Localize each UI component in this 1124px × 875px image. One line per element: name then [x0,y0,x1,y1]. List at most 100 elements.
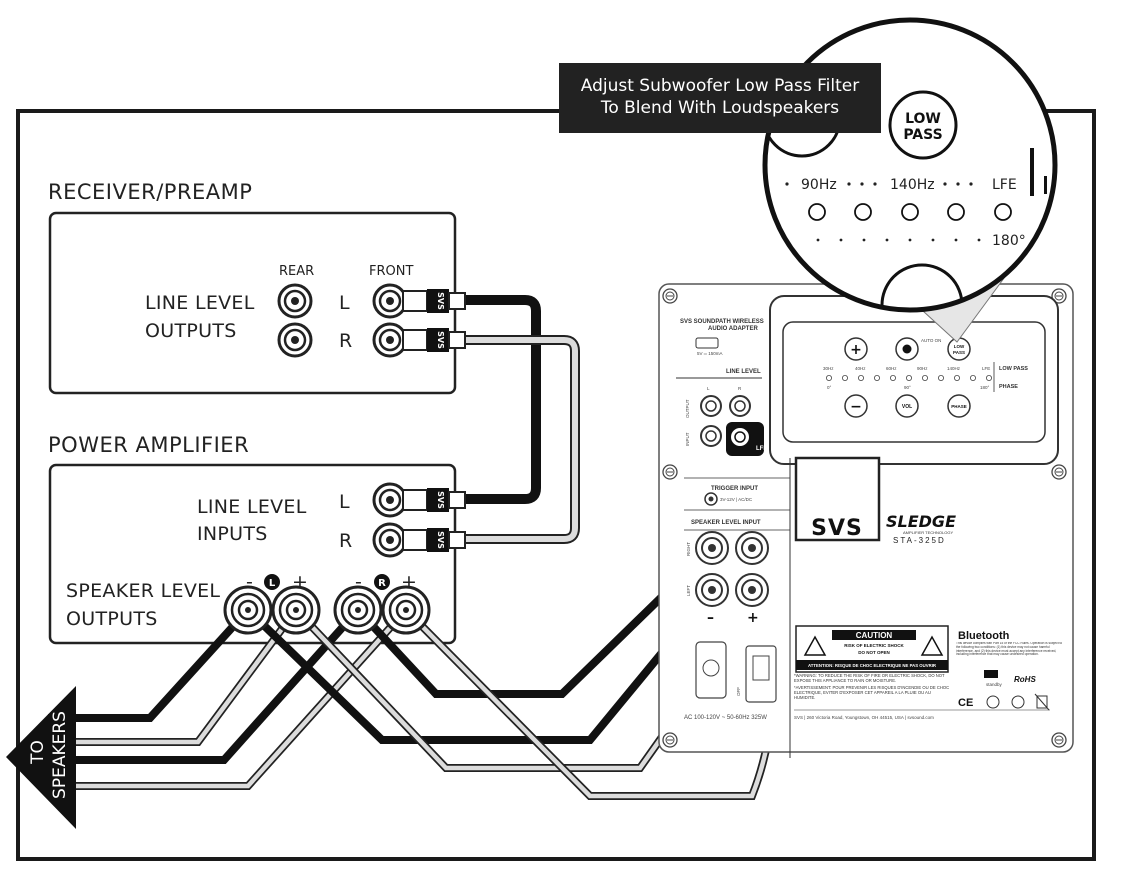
svg-text:PHASE: PHASE [951,404,967,409]
amplifier-inputs-line1: LINE LEVEL [197,496,307,518]
svg-text:60Hz: 60Hz [886,366,897,371]
wireless-adapter-line2: AUDIO ADAPTER [708,326,758,332]
sub-output-r-label: R [738,386,742,391]
svg-text:SVS: SVS [436,531,445,549]
sledge-sub: AMPLIFIER TECHNOLOGY [903,530,953,535]
trigger-spec: 3V-12V | AC/DC [720,497,753,502]
receiver-rear-right-jack [277,322,313,358]
warning-text: *WARNING: TO REDUCE THE RISK OF FIRE OR … [794,673,945,683]
zoom-scale-180: 180° [992,233,1026,249]
zoom-button-line2: PASS [903,127,942,143]
svg-text:−: − [850,399,862,415]
fcc-text: This device complies with Part 15 of the… [956,642,1063,657]
sub-plus-label: + [747,610,759,626]
svg-text:SVS: SVS [436,331,445,349]
subwoofer-panel: SVS SOUNDPATH WIRELESS AUDIO ADAPTER 5V … [658,283,1074,758]
svg-text:PASS: PASS [953,350,965,355]
svs-logo: SVS [811,516,863,541]
svg-text:30Hz: 30Hz [823,366,834,371]
svg-text:90Hz: 90Hz [917,366,928,371]
sub-speaker-posts [695,531,769,607]
speaker-level-input-label: SPEAKER LEVEL INPUT [691,520,761,526]
amp-right-minus-post [333,585,383,635]
power-spec: AC 100-120V ~ 50-60Hz 325W [684,715,767,721]
zoom-button-line1: LOW [905,111,941,127]
to-speakers-line2: SPEAKERS [50,711,70,799]
receiver-front-label: FRONT [369,264,413,279]
amp-left-minus-post [223,585,273,635]
svg-text:90°: 90° [904,385,911,390]
terminal-left-minus: - [246,571,253,593]
svg-text:SVS: SVS [436,292,445,310]
line-level-label: LINE LEVEL [726,369,761,375]
sub-input-label: INPUT [685,432,690,446]
amp-right-plus-post [381,585,431,635]
zoom-low-pass-button [888,90,958,160]
amp-left-plus-post [271,585,321,635]
address-text: SVS | 260 Victoria Road, Youngstown, OH … [794,715,934,720]
receiver-left-label: L [339,292,350,314]
amplifier-speaker-line1: SPEAKER LEVEL [66,580,220,602]
svg-text:RISK OF ELECTRIC SHOCK: RISK OF ELECTRIC SHOCK [844,643,904,648]
model-number: STA-325D [893,536,946,545]
usb-spec: 5V ═ 150mA [697,351,722,356]
callout-box [559,63,881,133]
svg-text:+: + [850,342,862,358]
svg-text:140Hz: 140Hz [947,366,961,371]
low-pass-side-label: LOW PASS [999,366,1028,372]
rca-plug-amp-left: SVS [402,488,466,512]
svg-text:DO NOT OPEN: DO NOT OPEN [858,650,890,655]
receiver-front-left-jack [372,283,408,319]
amplifier-right-input-jack [372,522,408,558]
zoom-scale-90: 90Hz [801,177,837,193]
svg-text:LOW: LOW [954,344,965,349]
terminal-left-badge [264,574,280,590]
auto-on-label: AUTO ON [921,338,941,343]
to-speakers-line1: TO [28,740,48,765]
callout-line2: To Blend With Loudspeakers [600,98,839,118]
ce-logo: CE [958,697,973,709]
sub-low-pass-button [947,337,971,361]
wireless-adapter-line1: SVS SOUNDPATH WIRELESS [680,319,764,325]
amplifier-title: POWER AMPLIFIER [48,433,249,457]
callout-line1: Adjust Subwoofer Low Pass Filter [581,76,859,96]
line-level-cable-right [450,335,580,544]
receiver-rear-label: REAR [279,264,314,279]
to-speakers-arrow [6,686,76,829]
sledge-logo: SLEDGE [886,512,956,531]
sub-output-l-label: L [707,386,710,391]
zoom-scale-140: 140Hz [890,177,935,193]
line-level-cable-right-core [450,337,578,542]
svg-text:LFE: LFE [982,366,990,371]
terminal-right-letter: R [378,578,386,589]
trigger-input-label: TRIGGER INPUT [711,486,758,492]
rca-plug-amp-right: SVS [402,528,466,552]
amplifier-inputs-line2: INPUTS [197,523,268,545]
sub-left-label: LEFT [686,585,691,596]
power-off-label: OFF [736,687,741,696]
terminal-left-letter: L [269,578,276,589]
usb-port [695,337,719,349]
standby-label: standby [986,682,1003,687]
rca-plug-front-right: SVS [402,328,466,352]
amplifier-left-label: L [339,491,350,513]
receiver-rear-left-jack [277,283,313,319]
rca-plug-front-left: SVS [402,289,466,313]
attention-text: ATTENTION: RISQUE DE CHOC ELECTRIQUE NE … [808,663,937,668]
avertissement-text: *AVERTISSEMENT: POUR PREVENIR LES RISQUE… [794,685,950,700]
amplifier-right-label: R [339,530,353,552]
receiver-title: RECEIVER/PREAMP [48,180,252,204]
line-level-cable-left [450,295,541,504]
rohs-logo: RoHS [1014,675,1036,684]
bluetooth-logo: Bluetooth [958,630,1010,642]
svg-text:180°: 180° [980,385,990,390]
svg-text:VOL: VOL [902,404,912,410]
zoom-circle-border [762,17,1058,313]
sub-minus-label: – [707,610,714,626]
sub-lfe-label: LFE [756,446,767,452]
svs-logo-box [794,456,881,542]
receiver-outputs-line2: OUTPUTS [145,320,237,342]
svg-text:SVS: SVS [436,491,445,509]
receiver-outputs-line1: LINE LEVEL [145,292,255,314]
